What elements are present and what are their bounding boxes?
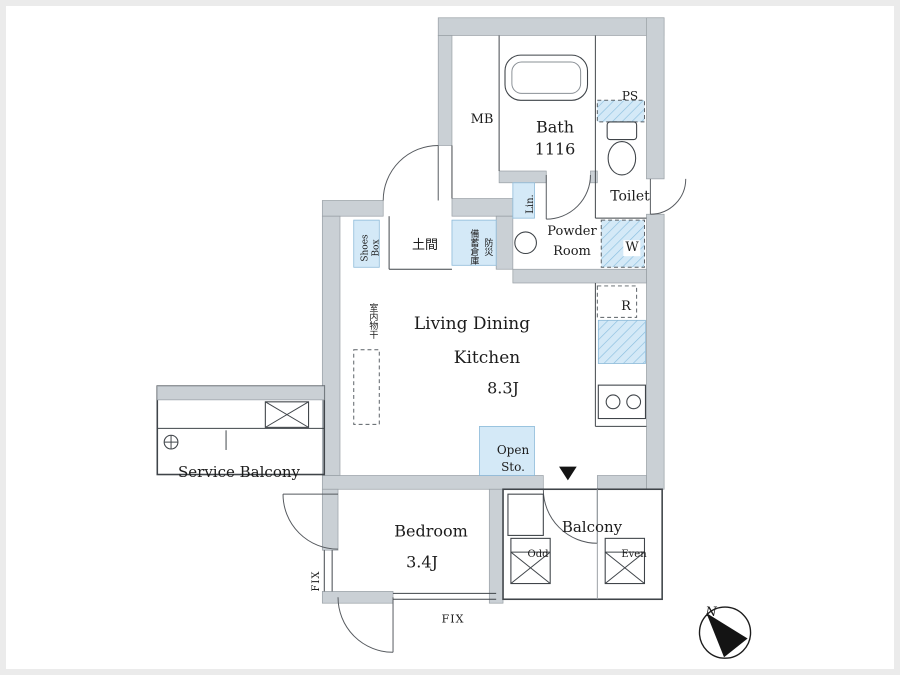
shoes-box — [353, 219, 380, 268]
basin-icon — [514, 231, 537, 255]
hatch-even-label: Even — [621, 549, 647, 560]
fix-bottom-label: FIX — [441, 612, 465, 626]
hatch-odd-label: Odd — [527, 549, 549, 560]
ldk-label: Kitchen — [453, 347, 521, 368]
disaster-storage-box — [451, 219, 497, 266]
hatch-odd-cross — [510, 551, 551, 584]
wall-top — [437, 17, 665, 36]
bathtub-inner-icon — [511, 61, 582, 94]
balcony-label: Balcony — [561, 518, 623, 536]
wall-bedroom-left — [321, 488, 339, 551]
wall-bedroom-bottom — [321, 591, 394, 604]
disaster-storage-label: 備蓄倉庫 — [468, 229, 479, 265]
indoor-drying-label: 室内物干 — [367, 303, 378, 339]
wall-powder-bottom — [512, 268, 647, 284]
wall-right-main — [646, 213, 665, 490]
bath-door-arc — [546, 174, 591, 220]
balcony-equipment — [507, 493, 544, 536]
washer-label: W — [623, 240, 641, 256]
toilet-label: Toilet — [610, 188, 650, 205]
bedroom-size-label: 3.4J — [406, 552, 438, 572]
ldk-size-label: 8.3J — [487, 378, 519, 398]
fridge-space-box — [596, 285, 638, 318]
evacuation-hatch-even — [604, 537, 646, 585]
hatch-even-cross — [604, 551, 645, 584]
service-unit-cross — [265, 401, 309, 428]
wall-mb-left — [437, 35, 453, 146]
pipe-space-label: PS — [621, 88, 639, 103]
wall-bath-powder-stub — [590, 170, 598, 184]
compass-needle-icon — [706, 613, 748, 658]
balcony-outline — [502, 488, 663, 601]
open-storage-label: Sto. — [501, 459, 525, 474]
wall-ldk-bottom-left — [321, 475, 544, 490]
shoes-box-label: Shoes — [360, 234, 371, 262]
bedroom-bottom-door-arc — [337, 597, 394, 653]
bathtub-icon — [504, 54, 589, 101]
open-storage-box — [479, 425, 535, 476]
entry-direction-marker — [559, 466, 577, 481]
bedroom-left-door-arc — [282, 494, 339, 550]
bedroom-label: Bedroom — [394, 521, 468, 541]
entrance-door-arc — [382, 144, 439, 201]
entrance-doma-label: 土間 — [411, 238, 439, 254]
linen-label: Lin. — [525, 194, 536, 214]
toilet-door-arc — [650, 178, 687, 215]
burner-icon — [605, 394, 621, 410]
powder-room-label: Room — [553, 244, 591, 260]
wall-bath-powder-left — [498, 170, 547, 184]
shoes-box-label: Box — [371, 239, 382, 257]
powder-room-label: Powder — [547, 224, 597, 240]
evacuation-hatch-odd — [510, 537, 551, 585]
bath-label: Bath — [535, 117, 575, 137]
drying-area-box — [353, 349, 380, 425]
meter-box-label: MB — [470, 112, 494, 128]
wall-ldk-bottom-right — [596, 475, 647, 490]
wall-storage-right — [495, 215, 514, 270]
toilet-bowl-icon — [607, 141, 637, 176]
bath-size-label: 1116 — [534, 139, 576, 159]
compass-north-label: N — [705, 605, 717, 621]
burner-icon — [626, 394, 642, 410]
service-balcony-label: Service Balcony — [178, 463, 300, 481]
wall-entrance-top — [321, 200, 384, 217]
open-storage-label: Open — [496, 442, 530, 457]
wall-right-upper — [646, 17, 665, 180]
disaster-storage-label: 防災 — [482, 238, 493, 256]
ldk-label: Living Dining — [413, 313, 531, 334]
toilet-tank-icon — [606, 121, 638, 141]
balcony-door-arc — [542, 489, 598, 544]
wall-under-mb — [451, 198, 514, 217]
linen-closet-box — [512, 182, 535, 219]
floorplan-canvas — [156, 17, 752, 659]
kitchen-sink — [597, 319, 646, 364]
pipe-space-box — [596, 99, 645, 123]
fridge-label: R — [621, 299, 631, 315]
wall-bedroom-balcony-divider — [488, 488, 504, 604]
fix-left-label: FIX — [311, 570, 322, 592]
service-balcony-wall — [156, 385, 325, 401]
